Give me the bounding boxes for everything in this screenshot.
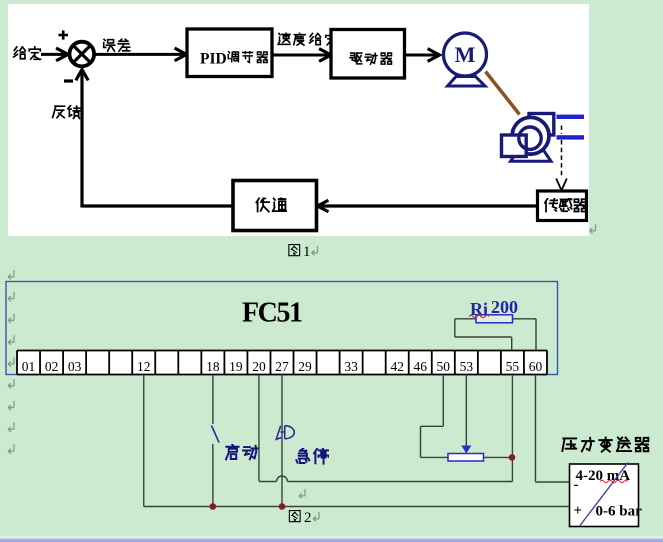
svg-text:60: 60: [529, 359, 543, 374]
svg-text:03: 03: [68, 359, 82, 374]
svg-text:01: 01: [22, 359, 36, 374]
svg-text:FC51: FC51: [242, 298, 303, 329]
svg-text:50: 50: [437, 359, 451, 374]
svg-text:29: 29: [298, 359, 312, 374]
svg-text:55: 55: [506, 359, 520, 374]
svg-text:46: 46: [414, 359, 428, 374]
svg-text:12: 12: [137, 359, 151, 374]
svg-text:20: 20: [252, 359, 266, 374]
svg-text:42: 42: [390, 359, 404, 374]
svg-text:2: 2: [304, 510, 312, 526]
svg-text:+: +: [574, 503, 583, 519]
svg-text:19: 19: [229, 359, 243, 374]
svg-text:18: 18: [206, 359, 220, 374]
svg-text:27: 27: [275, 359, 289, 374]
svg-text:200: 200: [491, 297, 518, 317]
svg-text:0-6 bar: 0-6 bar: [596, 504, 643, 520]
svg-text:Ri: Ri: [470, 299, 488, 319]
svg-text:33: 33: [344, 359, 358, 374]
svg-text:1: 1: [303, 244, 311, 260]
svg-text:-: -: [574, 477, 579, 493]
svg-text:M: M: [455, 42, 476, 67]
svg-text:4-20 mA: 4-20 mA: [576, 468, 631, 484]
svg-text:02: 02: [45, 359, 59, 374]
svg-text:53: 53: [460, 359, 474, 374]
svg-text:PID: PID: [200, 51, 227, 68]
